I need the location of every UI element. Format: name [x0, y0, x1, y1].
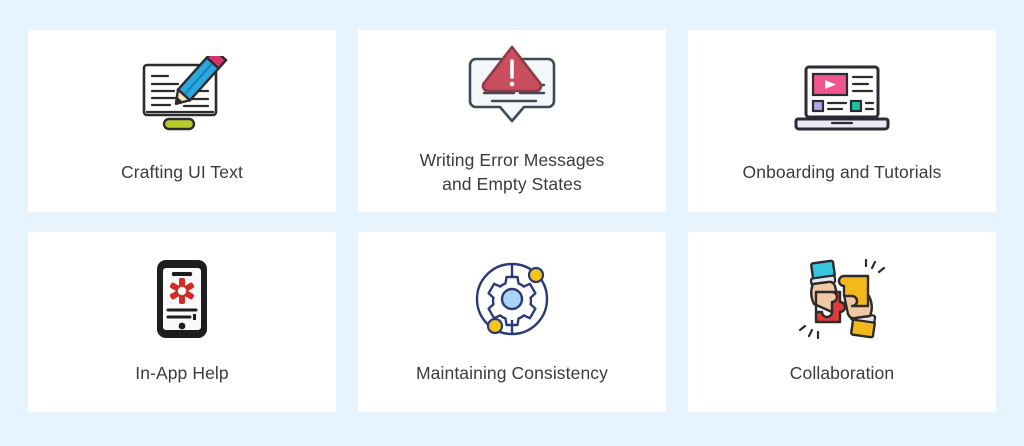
warning-speech-bubble-icon	[468, 45, 556, 123]
document-with-pencil-icon	[142, 56, 228, 131]
icon-smartphone-help	[153, 253, 211, 345]
gear-orbit-icon	[475, 262, 549, 336]
card-maintaining-consistency[interactable]: Maintaining Consistency	[358, 232, 666, 412]
card-in-app-help[interactable]: In-App Help	[28, 232, 336, 412]
icon-warning-speech-bubble	[464, 40, 560, 132]
card-label: Onboarding and Tutorials	[742, 162, 942, 183]
laptop-video-tutorial-icon	[794, 65, 890, 131]
icon-gear-orbit	[469, 253, 555, 345]
card-crafting-ui-text[interactable]: Crafting UI Text	[28, 30, 336, 213]
icon-document-with-pencil	[130, 52, 234, 144]
card-label: Crafting UI Text	[121, 162, 243, 183]
icon-laptop-video-tutorial	[792, 52, 892, 144]
card-collaboration[interactable]: Collaboration	[688, 232, 996, 412]
hands-puzzle-pieces-icon	[798, 258, 886, 340]
card-onboarding-and-tutorials[interactable]: Onboarding and Tutorials	[688, 30, 996, 213]
card-writing-error-messages[interactable]: Writing Error Messages and Empty States	[358, 30, 666, 213]
smartphone-help-icon	[157, 260, 207, 339]
card-label: Collaboration	[789, 363, 895, 384]
feature-card-grid: Crafting UI Text Writing Error Messages …	[28, 30, 996, 412]
card-label: Writing Error Messages and Empty States	[419, 150, 605, 195]
card-label: Maintaining Consistency	[416, 363, 608, 384]
card-label: In-App Help	[135, 363, 229, 384]
icon-hands-puzzle-pieces	[796, 253, 888, 345]
